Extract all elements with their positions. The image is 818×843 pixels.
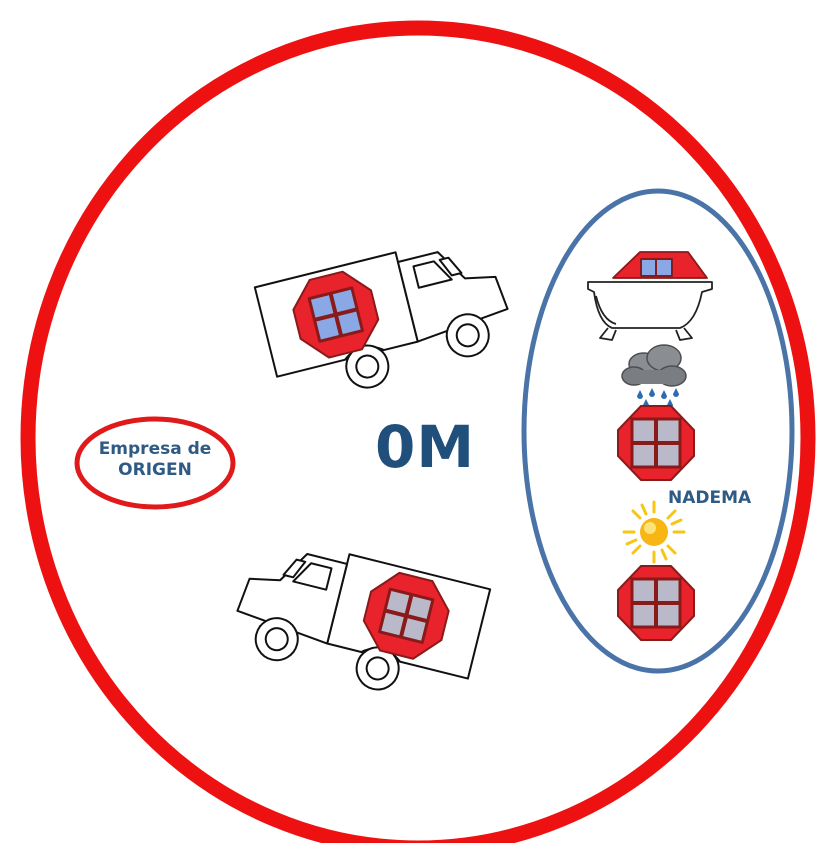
- sun-icon: [622, 500, 686, 564]
- package-icon: [362, 571, 450, 660]
- origin-ring: [74, 416, 236, 510]
- truck-icon: [253, 251, 509, 389]
- origin-label-line1: Empresa de: [98, 439, 212, 459]
- package-icon: [617, 565, 695, 641]
- rain-cloud-icon: [621, 344, 687, 408]
- bathtub-icon: [587, 251, 713, 341]
- outer-boundary-ring: [20, 20, 816, 843]
- package-icon: [617, 405, 695, 481]
- destination-label: NADEMA: [668, 488, 752, 508]
- distance-label: 0M: [375, 413, 476, 481]
- package-icon: [292, 270, 380, 359]
- destination-ring: [521, 188, 795, 674]
- truck-icon: [236, 553, 492, 691]
- origin-label: Empresa de ORIGEN: [80, 439, 230, 481]
- origin-label-line2: ORIGEN: [118, 460, 192, 480]
